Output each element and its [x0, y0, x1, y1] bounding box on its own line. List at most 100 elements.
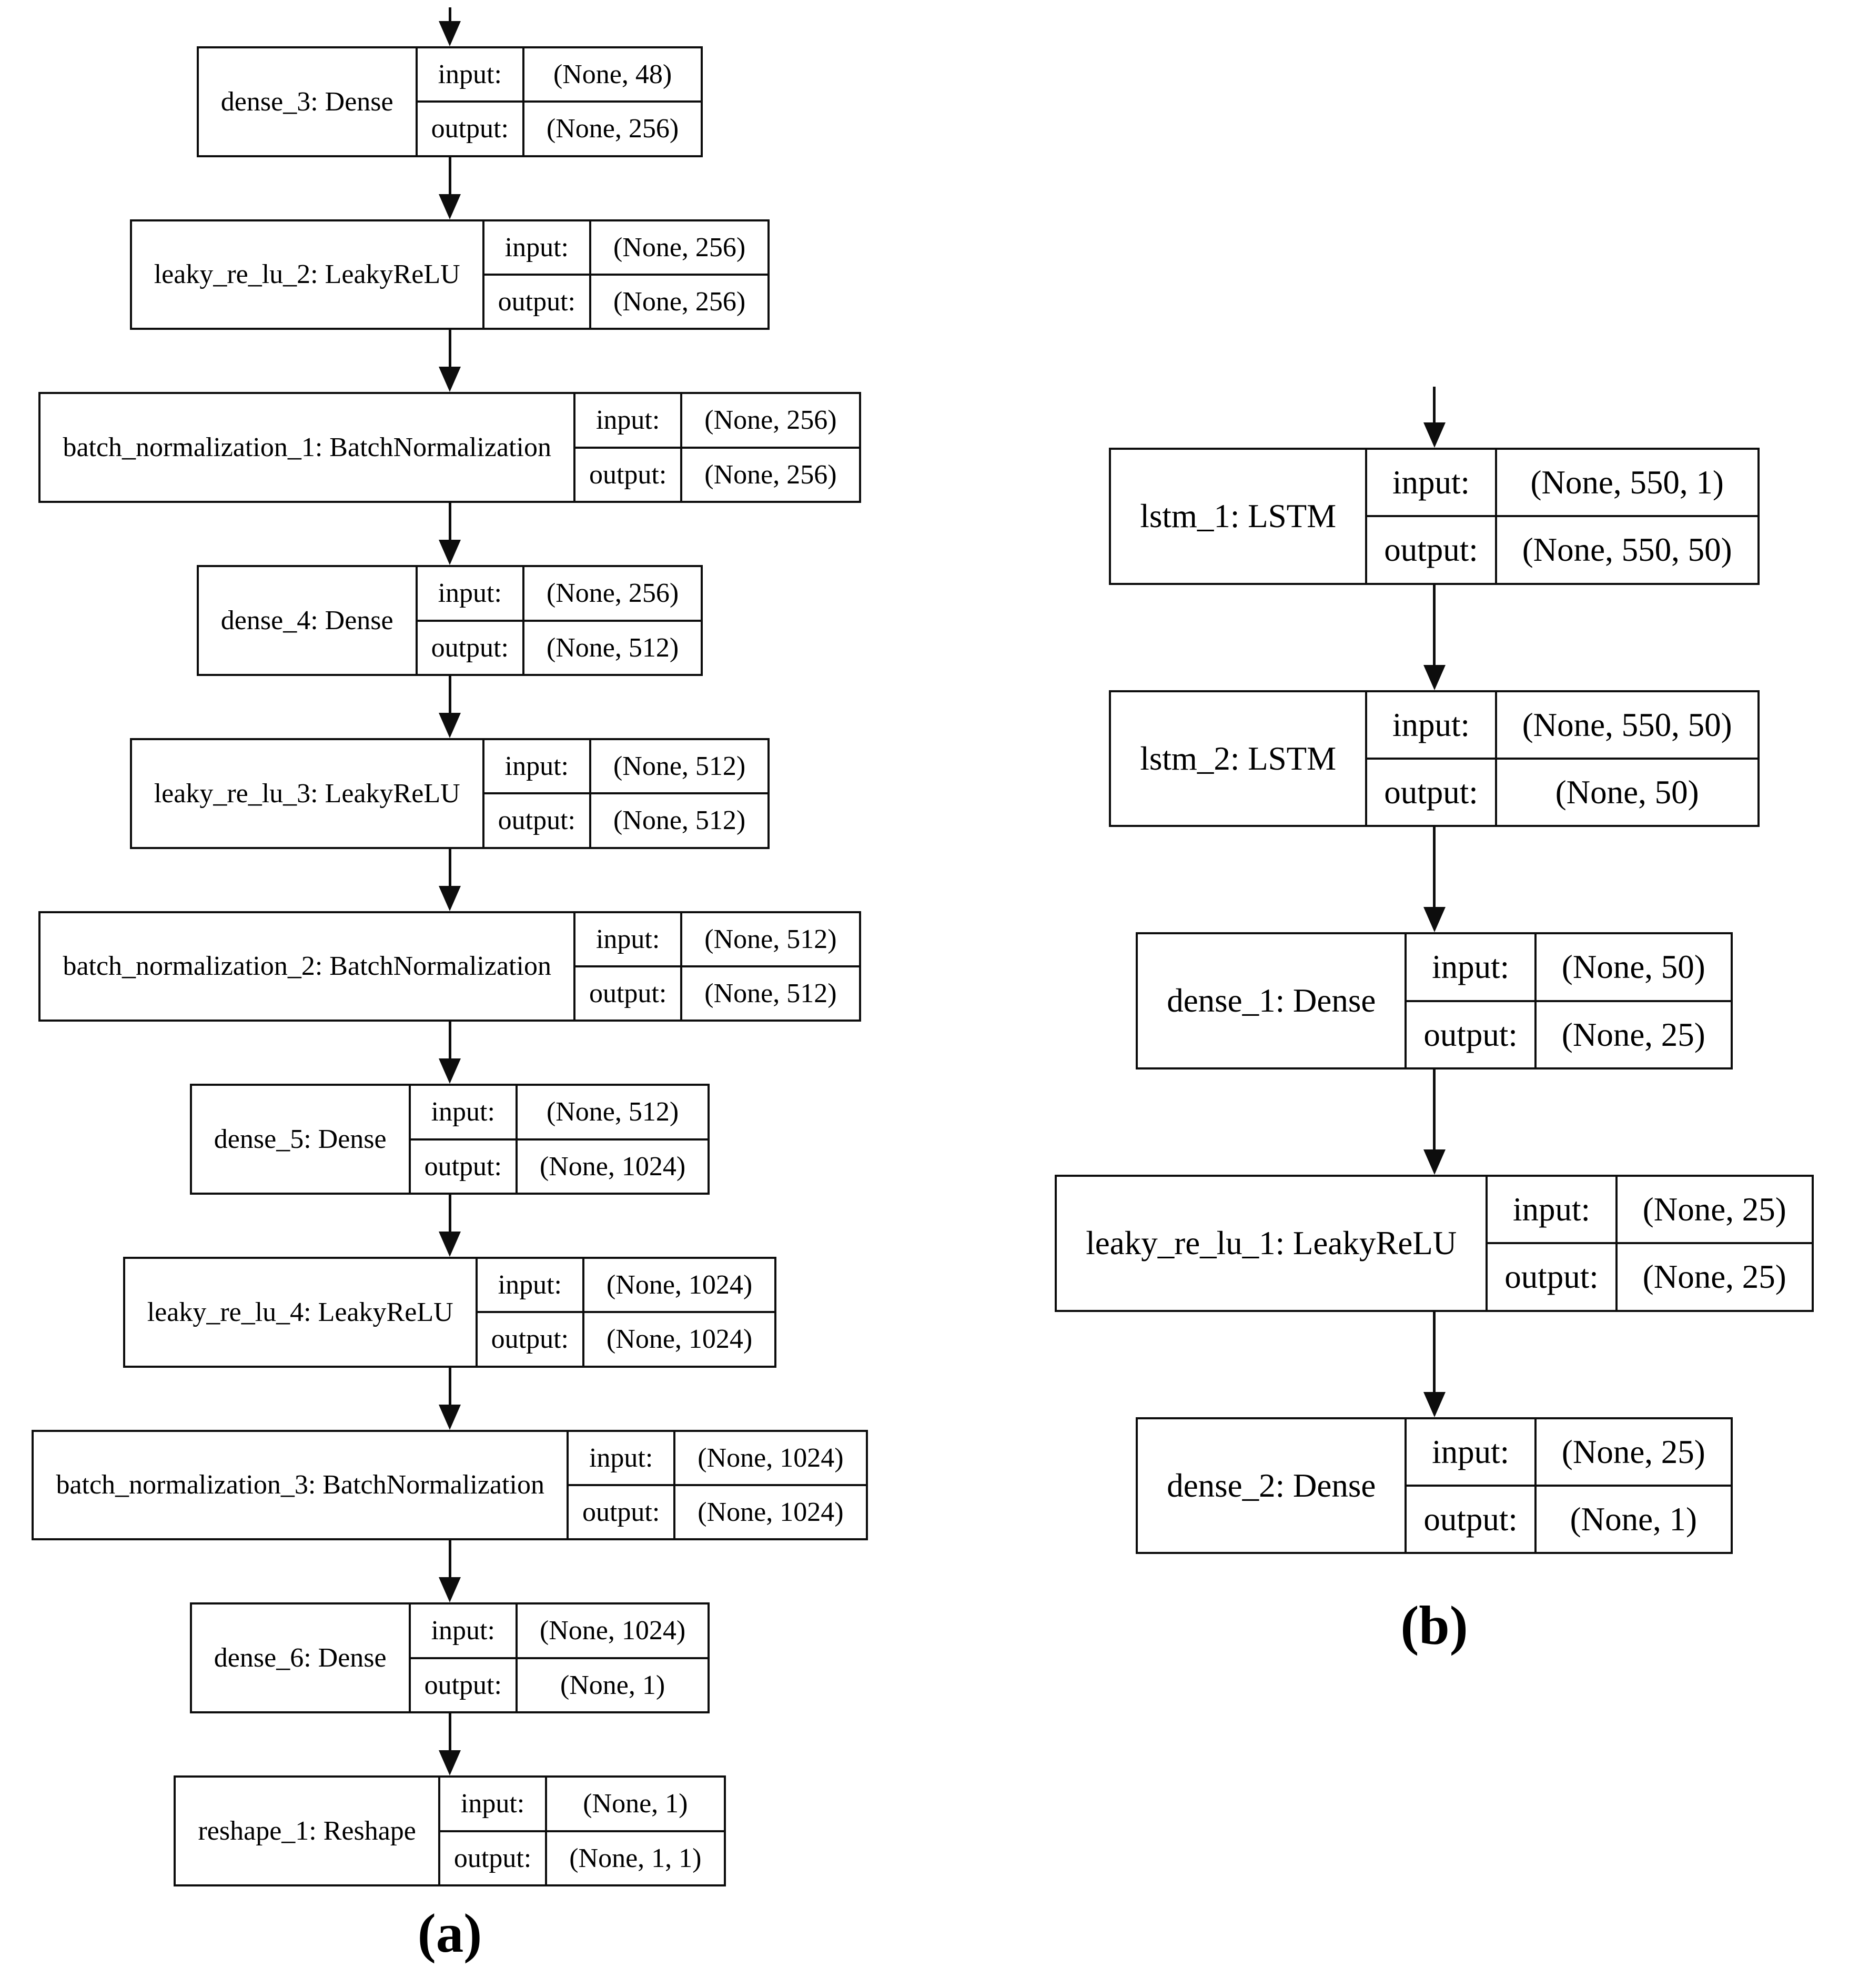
layer-name: dense_3: Dense: [196, 46, 418, 157]
input-shape: (None, 25): [1534, 1417, 1733, 1487]
arrow-head: [439, 21, 461, 46]
output-label: output:: [1486, 1242, 1618, 1312]
panel-b: lstm_1: LSTM input: (None, 550, 1) outpu…: [999, 387, 1869, 1657]
arrow-stem: [448, 1713, 451, 1751]
arrow-head: [1423, 1149, 1446, 1175]
arrow-head: [1423, 664, 1446, 690]
panel-b-caption: (b): [1400, 1595, 1468, 1657]
layer-node: dense_2: Dense input: (None, 25) output:…: [1136, 1417, 1733, 1555]
input-label: input:: [573, 392, 683, 449]
arrow-head: [439, 712, 461, 738]
output-label: output:: [1365, 757, 1497, 828]
down-arrow: [1423, 1069, 1446, 1175]
down-arrow: [439, 7, 461, 46]
layer-node: dense_1: Dense input: (None, 50) output:…: [1136, 932, 1733, 1069]
output-shape: (None, 256): [522, 100, 703, 157]
arrow-stem: [448, 7, 451, 21]
input-shape: (None, 512): [589, 738, 770, 795]
output-shape: (None, 50): [1494, 757, 1760, 828]
arrow-stem: [448, 675, 451, 713]
arrow-stem: [1433, 584, 1436, 665]
input-label: input:: [1486, 1174, 1618, 1245]
layer-name: reshape_1: Reshape: [174, 1775, 440, 1886]
layer-name: dense_5: Dense: [189, 1084, 411, 1195]
arrow-head: [439, 885, 461, 911]
output-label: output:: [475, 1311, 584, 1368]
input-label: input:: [482, 738, 591, 795]
arrow-head: [439, 1058, 461, 1084]
input-shape: (None, 256): [522, 565, 703, 622]
input-label: input:: [1365, 690, 1497, 760]
output-shape: (None, 1024): [515, 1138, 710, 1195]
down-arrow: [439, 1022, 461, 1084]
arrow-head: [1423, 907, 1446, 933]
output-shape: (None, 1024): [673, 1484, 868, 1541]
arrow-head: [439, 1577, 461, 1603]
output-label: output:: [482, 274, 591, 330]
layer-node: dense_4: Dense input: (None, 256) output…: [196, 565, 703, 676]
input-shape: (None, 550, 50): [1494, 690, 1760, 760]
output-shape: (None, 25): [1534, 1000, 1733, 1069]
arrow-head: [439, 367, 461, 392]
down-arrow: [1423, 387, 1446, 448]
input-label: input:: [1405, 932, 1537, 1002]
output-label: output:: [566, 1484, 676, 1541]
layer-name: leaky_re_lu_1: LeakyReLU: [1055, 1174, 1488, 1312]
layer-name: dense_2: Dense: [1136, 1417, 1407, 1555]
output-shape: (None, 256): [589, 274, 770, 330]
output-shape: (None, 1024): [582, 1311, 777, 1368]
layer-name: dense_1: Dense: [1136, 932, 1407, 1069]
down-arrow: [1423, 584, 1446, 690]
input-shape: (None, 512): [515, 1084, 710, 1141]
output-label: output:: [408, 1657, 518, 1714]
down-arrow: [439, 330, 461, 392]
layer-name: leaky_re_lu_4: LeakyReLU: [123, 1257, 478, 1368]
layer-node: batch_normalization_2: BatchNormalizatio…: [38, 911, 861, 1022]
input-shape: (None, 1): [545, 1775, 726, 1832]
arrow-head: [439, 1750, 461, 1776]
arrow-stem: [448, 1022, 451, 1059]
down-arrow: [439, 1713, 461, 1776]
output-label: output:: [1365, 515, 1497, 585]
arrow-stem: [448, 1195, 451, 1232]
layer-name: leaky_re_lu_2: LeakyReLU: [129, 219, 484, 330]
input-label: input:: [573, 911, 683, 967]
arrow-stem: [448, 157, 451, 194]
down-arrow: [439, 1540, 461, 1603]
arrow-stem: [1433, 387, 1436, 422]
output-label: output:: [408, 1138, 518, 1195]
input-shape: (None, 1024): [673, 1429, 868, 1487]
output-label: output:: [438, 1830, 548, 1886]
output-label: output:: [573, 965, 683, 1022]
arrow-head: [439, 1404, 461, 1430]
output-shape: (None, 1): [1534, 1484, 1733, 1555]
down-arrow: [1423, 1311, 1446, 1417]
layer-node: dense_6: Dense input: (None, 1024) outpu…: [189, 1602, 710, 1714]
layer-node: batch_normalization_1: BatchNormalizatio…: [38, 392, 861, 503]
arrow-stem: [448, 1367, 451, 1405]
output-label: output:: [482, 792, 591, 849]
layer-name: lstm_1: LSTM: [1109, 448, 1368, 585]
layer-node: leaky_re_lu_2: LeakyReLU input: (None, 2…: [129, 219, 770, 330]
down-arrow: [439, 675, 461, 738]
layer-name: lstm_2: LSTM: [1109, 690, 1368, 828]
input-shape: (None, 48): [522, 46, 703, 103]
input-label: input:: [408, 1084, 518, 1141]
input-label: input:: [415, 46, 524, 103]
arrow-head: [1423, 422, 1446, 448]
output-shape: (None, 550, 50): [1494, 515, 1760, 585]
layer-name: dense_4: Dense: [196, 565, 418, 676]
down-arrow: [439, 157, 461, 219]
layer-name: dense_6: Dense: [189, 1602, 411, 1714]
down-arrow: [439, 1367, 461, 1430]
output-shape: (None, 512): [589, 792, 770, 849]
arrow-stem: [1433, 1311, 1436, 1392]
output-label: output:: [1405, 1484, 1537, 1555]
layer-node: lstm_1: LSTM input: (None, 550, 1) outpu…: [1109, 447, 1760, 585]
arrow-stem: [448, 1540, 451, 1578]
input-label: input:: [408, 1602, 518, 1659]
input-shape: (None, 256): [589, 219, 770, 276]
arrow-stem: [448, 849, 451, 886]
input-label: input:: [482, 219, 591, 276]
